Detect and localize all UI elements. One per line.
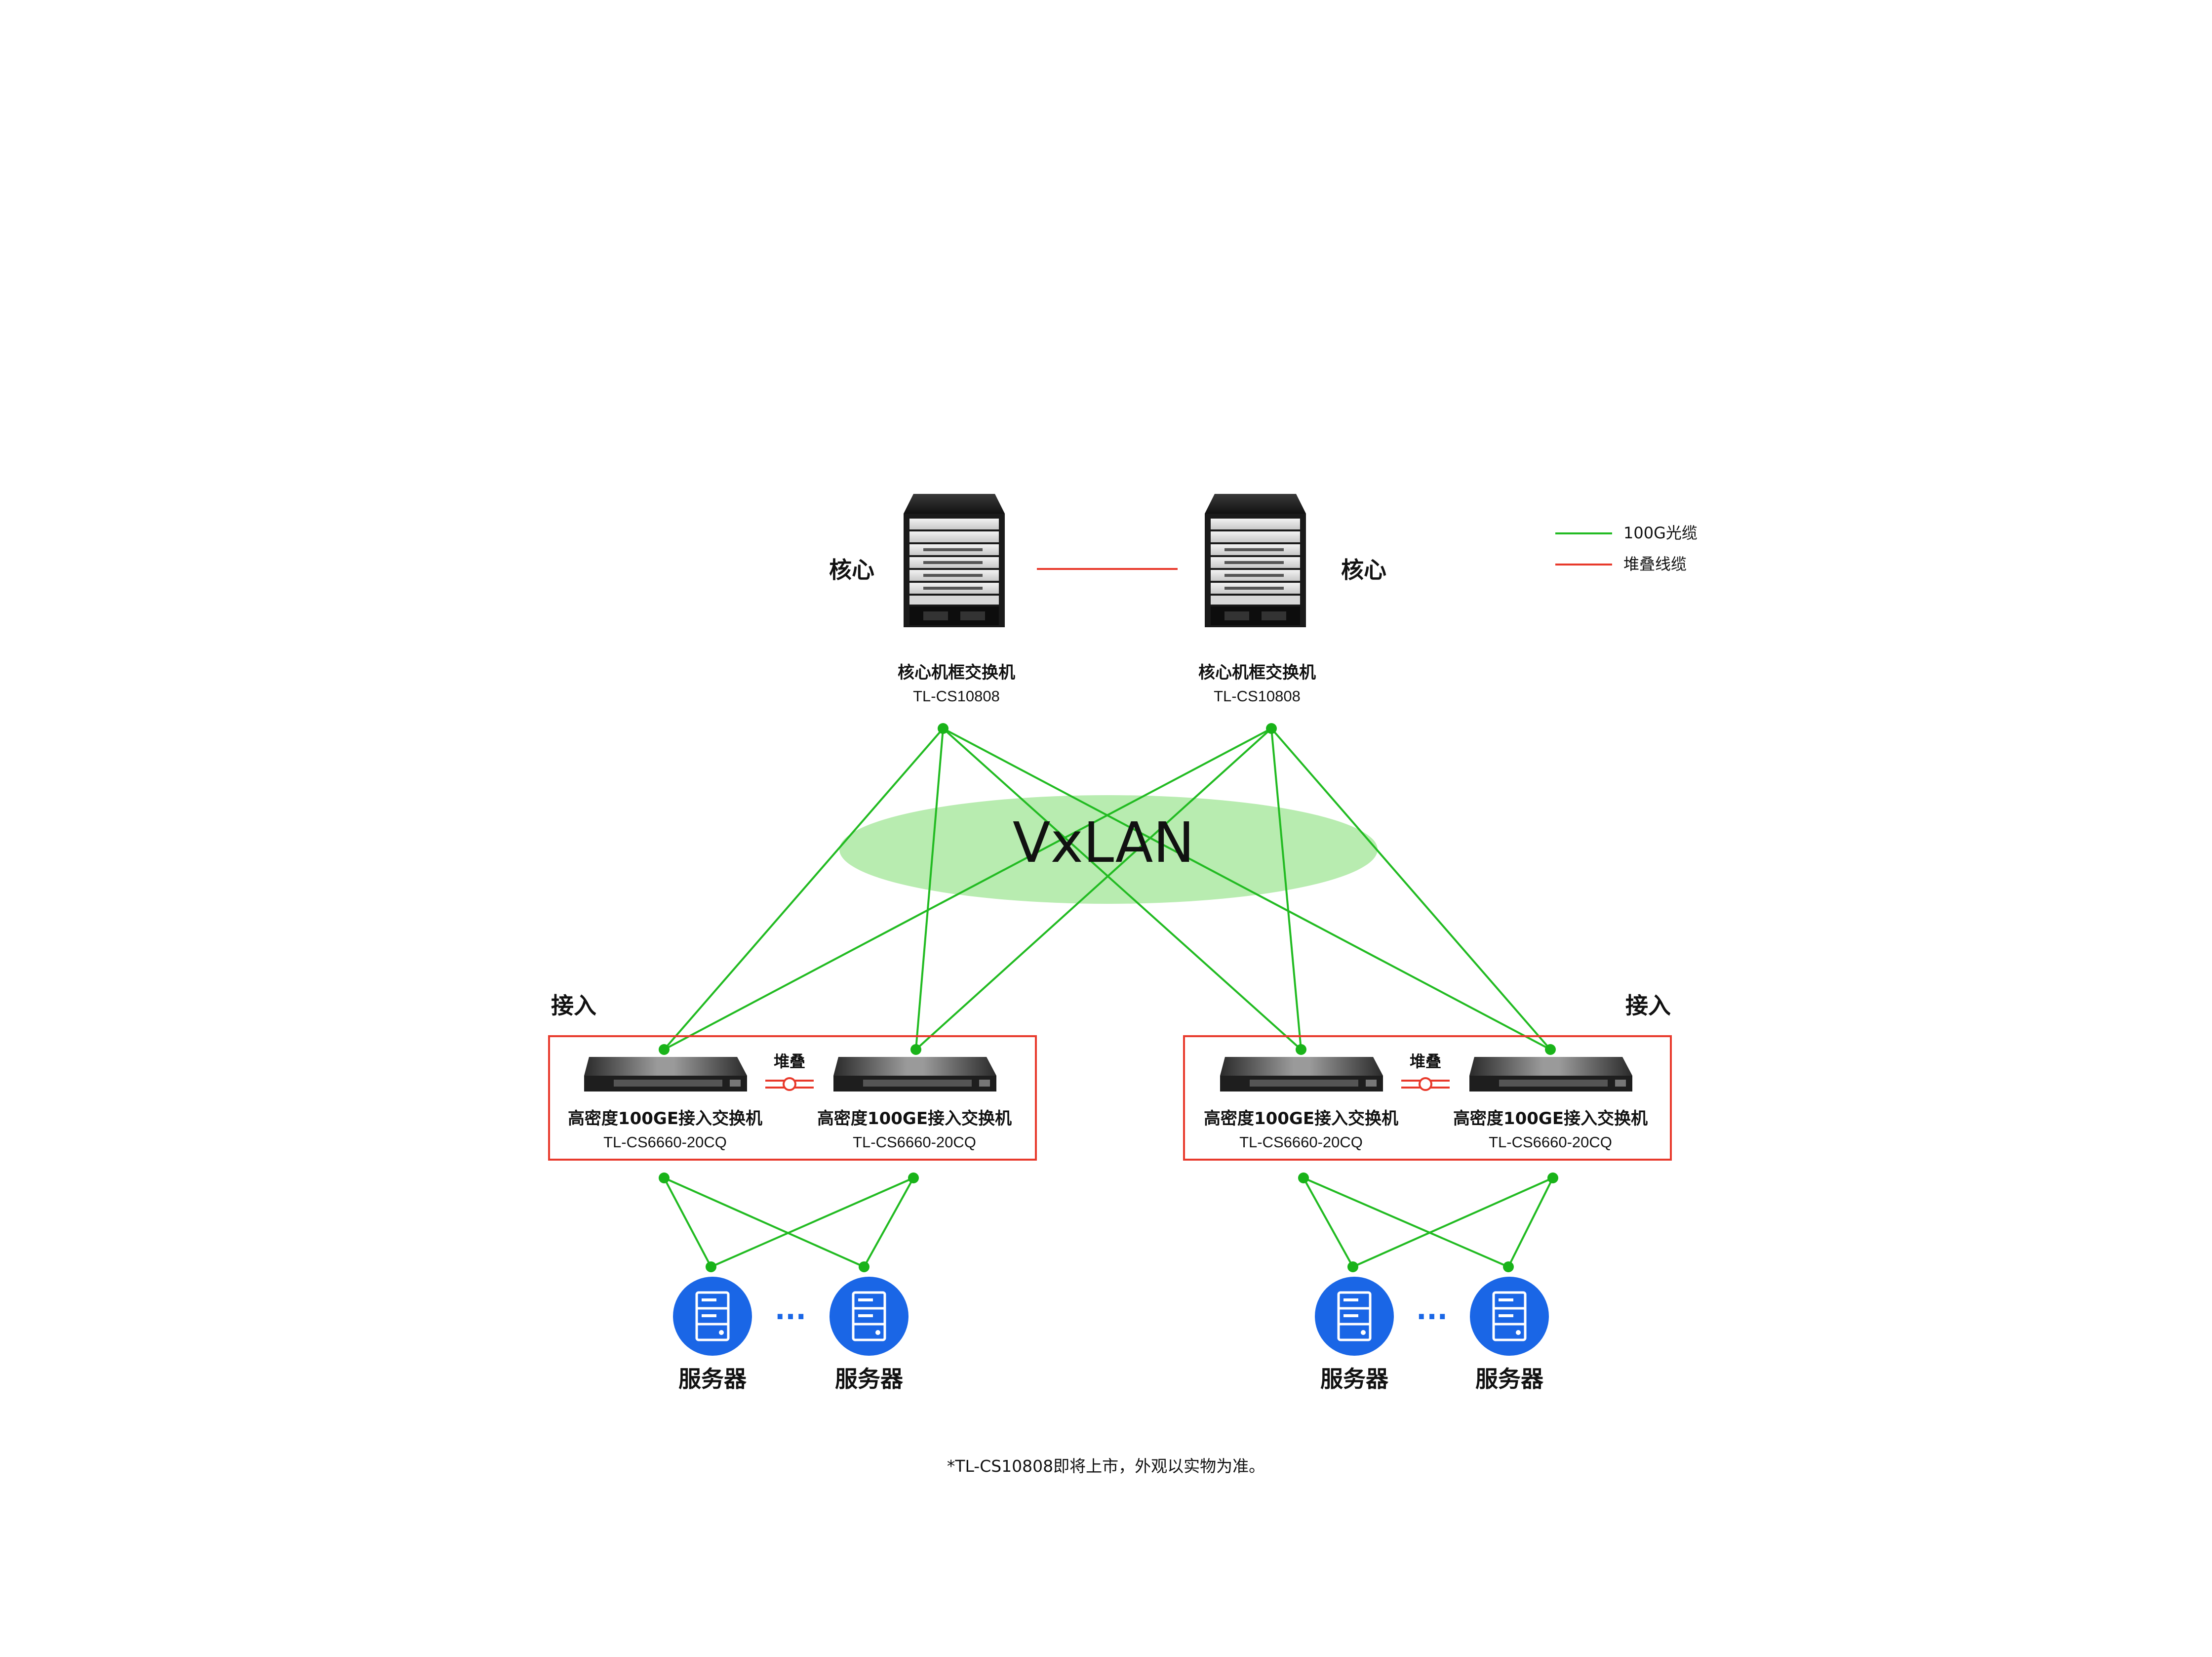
fiber-link	[1507, 1177, 1554, 1267]
link-node	[706, 1261, 716, 1272]
fiber-link	[1303, 1177, 1509, 1268]
access-switch	[584, 1057, 747, 1091]
link-node	[1296, 1044, 1306, 1055]
fiber-link	[711, 1177, 914, 1268]
link-node	[1298, 1172, 1309, 1183]
access-switch-name: 高密度100GE接入交换机	[1453, 1109, 1648, 1129]
fiber-link	[942, 727, 1302, 1051]
access-switch-model: TL-CS6660-20CQ	[1489, 1133, 1612, 1151]
core-switch-name: 核心机框交换机	[898, 663, 1015, 683]
fiber-link	[863, 1177, 914, 1267]
access-switch	[1220, 1057, 1383, 1091]
fiber-links	[663, 727, 1554, 1268]
link-node	[659, 1172, 670, 1183]
server	[830, 1277, 908, 1356]
link-nodes	[659, 723, 1558, 1272]
server-label: 服务器	[1320, 1366, 1389, 1392]
vxlan-label: VxLAN	[1013, 811, 1194, 875]
access-switch	[1469, 1057, 1632, 1091]
fiber-link	[663, 1177, 712, 1267]
link-node	[1266, 723, 1277, 734]
link-node	[910, 1044, 921, 1055]
server	[1470, 1277, 1549, 1356]
fiber-link	[663, 727, 944, 1051]
legend-fiber-label: 100G光缆	[1623, 524, 1698, 542]
fiber-link	[943, 727, 1551, 1051]
access-switch-name: 高密度100GE接入交换机	[817, 1109, 1012, 1129]
access-switch-model: TL-CS6660-20CQ	[853, 1133, 976, 1151]
server-label: 服务器	[678, 1366, 747, 1392]
core-chassis-switch	[1205, 494, 1306, 627]
fiber-link	[1352, 1177, 1553, 1268]
access-switch-name: 高密度100GE接入交换机	[568, 1109, 762, 1129]
core-tier-label: 核心	[1341, 557, 1386, 583]
access-switch	[833, 1057, 996, 1091]
link-node	[859, 1261, 869, 1272]
fiber-link	[915, 728, 944, 1050]
fiber-link	[1270, 728, 1302, 1050]
access-tier-label: 接入	[551, 992, 596, 1019]
access-switch-name: 高密度100GE接入交换机	[1204, 1109, 1398, 1129]
core-chassis-switch	[904, 494, 1005, 627]
server-ellipsis: ···	[775, 1301, 806, 1333]
footnote: *TL-CS10808即将上市，外观以实物为准。	[947, 1456, 1265, 1476]
stack-label: 堆叠	[1410, 1052, 1441, 1071]
vxlan-fabric	[839, 795, 1378, 904]
access-switch-model: TL-CS6660-20CQ	[1239, 1133, 1363, 1151]
server	[673, 1277, 752, 1356]
access-stack-link	[1401, 1077, 1450, 1091]
legend-stack-label: 堆叠线缆	[1623, 555, 1687, 573]
server-ellipsis: ···	[1416, 1301, 1448, 1333]
legend: 100G光缆 堆叠线缆	[1555, 524, 1698, 573]
access-tier-label: 接入	[1625, 992, 1671, 1019]
server	[1315, 1277, 1394, 1356]
access-group-box	[548, 1035, 1037, 1161]
fiber-link	[915, 727, 1272, 1051]
core-switch-model: TL-CS10808	[913, 687, 1000, 705]
access-group-box	[1183, 1035, 1672, 1161]
fiber-link	[1270, 727, 1551, 1051]
link-node	[1547, 1172, 1558, 1183]
stack-label: 堆叠	[774, 1052, 805, 1071]
core-switch-model: TL-CS10808	[1214, 687, 1301, 705]
core-tier-label: 核心	[829, 557, 874, 583]
link-node	[908, 1172, 919, 1183]
link-node	[938, 723, 948, 734]
fiber-link	[664, 1177, 865, 1268]
access-stack-link	[765, 1077, 814, 1091]
fiber-link	[1303, 1177, 1354, 1267]
link-node	[1545, 1044, 1556, 1055]
fiber-link	[664, 727, 1272, 1051]
link-node	[1347, 1261, 1358, 1272]
link-node	[659, 1044, 670, 1055]
core-switch-name: 核心机框交换机	[1198, 663, 1316, 683]
server-label: 服务器	[1475, 1366, 1544, 1392]
access-switch-model: TL-CS6660-20CQ	[603, 1133, 727, 1151]
link-node	[1503, 1261, 1514, 1272]
server-label: 服务器	[835, 1366, 904, 1392]
